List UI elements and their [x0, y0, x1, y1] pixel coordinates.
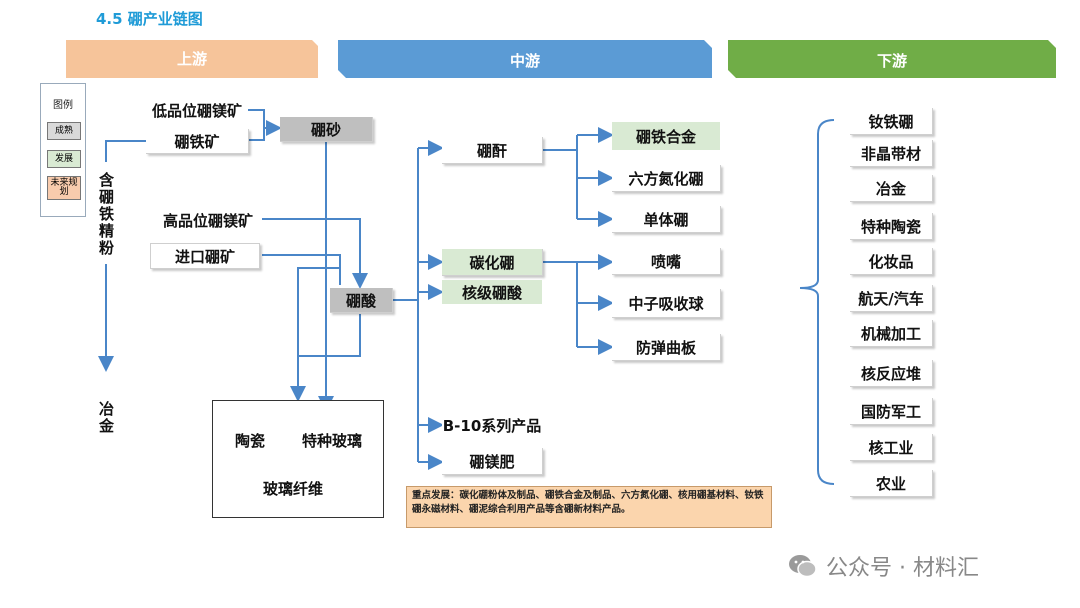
node-nuclear-boric-acid: 核级硼酸: [442, 280, 542, 304]
key-development-note: 重点发展：碳化硼粉体及制品、硼铁合金及制品、六方氮化硼、核用硼基材料、钕铁硼永磁…: [406, 486, 772, 528]
downstream-item: 航天/汽车: [850, 285, 933, 312]
node-high-grade-ore: 高品位硼镁矿: [154, 208, 262, 232]
downstream-item: 钕铁硼: [850, 108, 933, 135]
node-boric-anhydride: 硼酐: [442, 137, 543, 164]
node-imported-ore: 进口硼矿: [150, 243, 260, 269]
node-ceramics: 陶瓷: [227, 429, 273, 451]
downstream-banner: 下游: [876, 51, 907, 70]
downstream-item: 核工业: [850, 434, 933, 461]
midstream-banner: 中游: [509, 51, 540, 70]
legend: 图例 成熟 发展 未来规划: [40, 83, 86, 217]
page-title: 4.5 硼产业链图: [96, 10, 203, 28]
legend-developing: 发展: [47, 150, 81, 168]
node-ferroboron: 硼铁合金: [612, 122, 720, 150]
node-metallurgy-upstream: 冶金: [97, 401, 115, 435]
glass-group: 陶瓷 特种玻璃 玻璃纤维: [212, 400, 384, 518]
node-borax: 硼砂: [280, 117, 373, 142]
node-armor-plate: 防弹曲板: [612, 334, 721, 361]
downstream-item: 农业: [850, 470, 933, 497]
node-concentrate: 含硼铁精粉: [97, 171, 115, 257]
downstream-item: 国防军工: [850, 398, 933, 425]
downstream-item: 非晶带材: [850, 140, 933, 167]
node-low-grade-ore: 低品位硼镁矿: [146, 98, 248, 122]
watermark-text: 公众号 · 材料汇: [826, 556, 979, 581]
upstream-banner: 上游: [176, 49, 207, 68]
legend-future: 未来规划: [47, 176, 81, 200]
node-glass-fiber: 玻璃纤维: [253, 477, 333, 499]
node-hbn: 六方氮化硼: [612, 165, 721, 192]
downstream-item: 机械加工: [850, 320, 933, 347]
downstream-item: 核反应堆: [850, 360, 933, 387]
legend-mature: 成熟: [47, 122, 81, 140]
node-boron-carbide: 碳化硼: [442, 249, 543, 276]
downstream-item: 特种陶瓷: [850, 213, 933, 240]
node-elemental-boron: 单体硼: [612, 206, 721, 233]
node-neutron-ball: 中子吸收球: [612, 289, 721, 318]
legend-title: 图例: [53, 100, 73, 111]
node-nozzle: 喷嘴: [612, 248, 721, 275]
downstream-item: 冶金: [850, 175, 933, 202]
node-fertilizer: 硼镁肥: [442, 448, 543, 475]
wechat-icon: [789, 555, 817, 578]
node-boron-iron-ore: 硼铁矿: [146, 129, 249, 154]
node-boric-acid: 硼酸: [330, 288, 393, 313]
watermark: 公众号 · 材料汇: [788, 550, 979, 582]
node-special-glass: 特种玻璃: [299, 429, 365, 451]
downstream-item: 化妆品: [850, 248, 933, 275]
node-b10: B-10系列产品: [442, 412, 542, 438]
